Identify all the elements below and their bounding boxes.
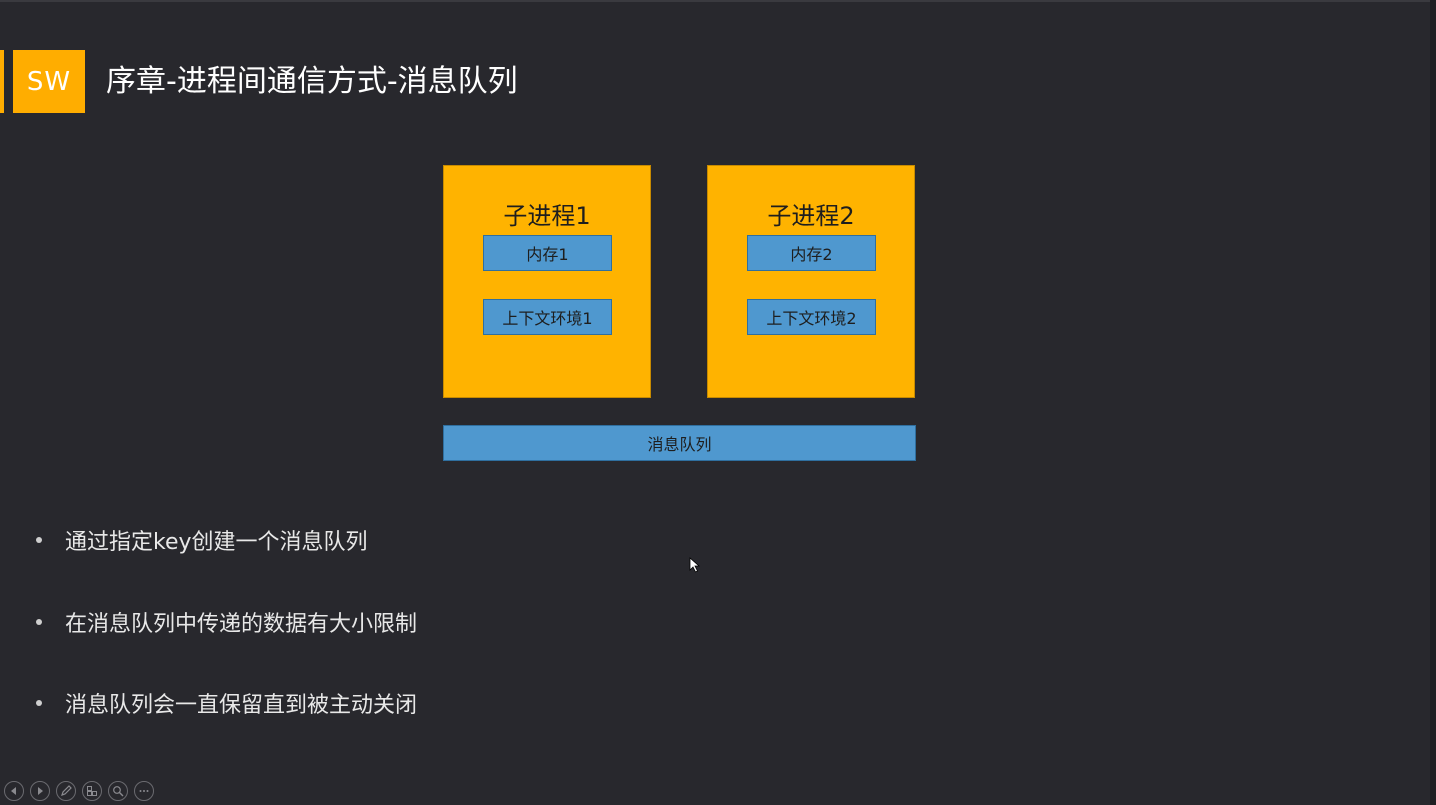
bullet-item: 通过指定key创建一个消息队列 — [36, 524, 368, 556]
previous-icon[interactable] — [4, 781, 24, 801]
slides-grid-icon[interactable] — [82, 781, 102, 801]
bullet-text: 在消息队列中传递的数据有大小限制 — [65, 612, 418, 637]
bullet-dot-icon — [36, 537, 42, 543]
next-icon[interactable] — [30, 781, 50, 801]
sw-logo: SW — [13, 50, 85, 113]
bullet-text: 通过指定key创建一个消息队列 — [65, 530, 368, 555]
bullet-dot-icon — [36, 619, 42, 625]
child-process-1-box: 子进程1 内存1 上下文环境1 — [443, 165, 651, 398]
logo-text: SW — [26, 66, 72, 97]
message-queue-label: 消息队列 — [647, 435, 712, 454]
memory-1-box: 内存1 — [483, 235, 612, 271]
context-2-box: 上下文环境2 — [747, 299, 876, 335]
memory-2-label: 内存2 — [790, 245, 833, 264]
more-options-icon[interactable] — [134, 781, 154, 801]
child-process-2-title: 子进程2 — [767, 202, 855, 230]
mouse-cursor-icon — [689, 557, 701, 573]
bullet-item: 消息队列会一直保留直到被主动关闭 — [36, 687, 417, 719]
bullet-dot-icon — [36, 700, 42, 706]
message-queue-bar: 消息队列 — [443, 425, 916, 461]
presenter-controls — [4, 781, 154, 803]
memory-1-label: 内存1 — [526, 245, 569, 264]
bullet-item: 在消息队列中传递的数据有大小限制 — [36, 606, 417, 638]
child-process-1-title: 子进程1 — [503, 202, 591, 230]
context-2-label: 上下文环境2 — [766, 309, 857, 328]
context-1-box: 上下文环境1 — [483, 299, 612, 335]
child-process-2-box: 子进程2 内存2 上下文环境2 — [707, 165, 915, 398]
top-divider — [0, 0, 1436, 2]
slide-title: 序章-进程间通信方式-消息队列 — [106, 64, 518, 99]
bullet-text: 消息队列会一直保留直到被主动关闭 — [65, 693, 418, 718]
memory-2-box: 内存2 — [747, 235, 876, 271]
pen-icon[interactable] — [56, 781, 76, 801]
context-1-label: 上下文环境1 — [502, 309, 593, 328]
right-edge-border — [1430, 0, 1436, 805]
header-accent-strip — [0, 50, 4, 113]
zoom-icon[interactable] — [108, 781, 128, 801]
